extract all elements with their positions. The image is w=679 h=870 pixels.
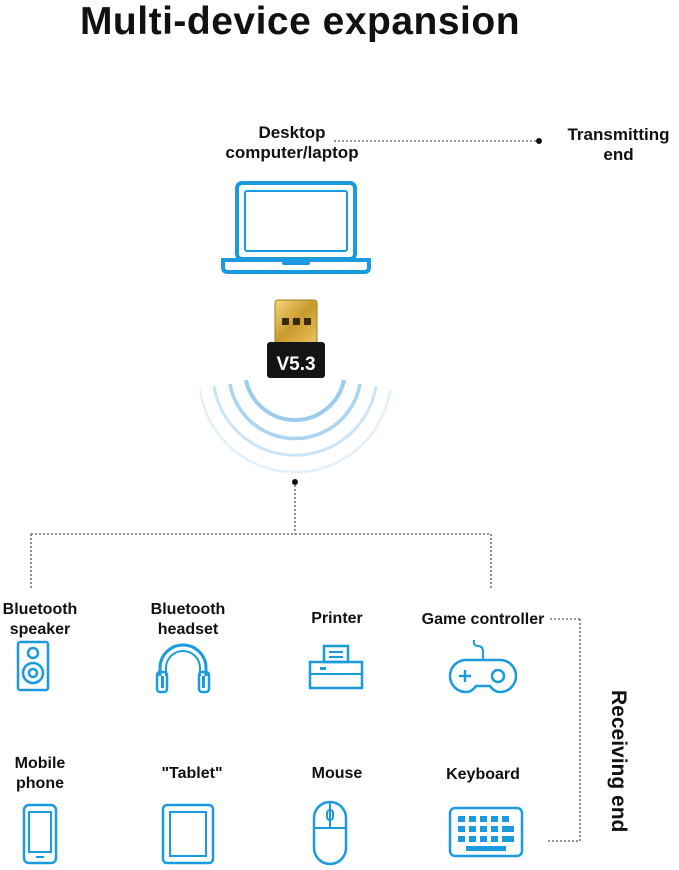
tablet-icon [161, 803, 215, 865]
receiver-label-mouse: Mouse [311, 765, 363, 782]
transmitter-device-label: Desktop computer/laptop [225, 123, 359, 162]
mobile-phone-icon [22, 803, 58, 865]
adapter-version: V5.3 [276, 354, 316, 375]
mouse-icon [312, 800, 348, 866]
speaker-icon [16, 640, 50, 692]
keyboard-icon [448, 806, 524, 858]
transmit-dot [536, 138, 542, 144]
hub-dot [292, 479, 298, 485]
transmitting-end-label: Transmitting end [567, 125, 670, 164]
game-controller-icon [448, 639, 518, 694]
receiver-label-printer: Printer [311, 610, 363, 627]
receiving-end-label: Receiving end [607, 690, 630, 833]
receiver-label-keyboard: Keyboard [446, 766, 520, 783]
laptop-icon [221, 181, 371, 274]
page-title: Multi-device expansion [79, 0, 521, 43]
usb-adapter-icon [267, 299, 325, 378]
headset-icon [155, 643, 211, 694]
signal-waves-icon [198, 379, 392, 474]
receiver-label-game-controller: Game controller [421, 611, 545, 628]
printer-icon [308, 644, 364, 690]
receiver-label-tablet: "Tablet" [161, 765, 223, 782]
